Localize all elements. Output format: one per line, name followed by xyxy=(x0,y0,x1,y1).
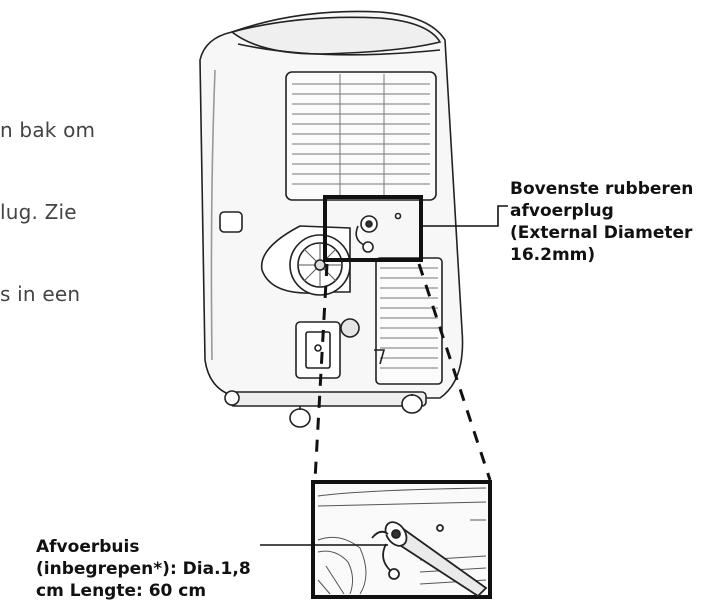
drain-hose-callout-line-2: (inbegrepen*): Dia.1,8 xyxy=(36,559,251,579)
top-plug-callout-line-3: (External Diameter xyxy=(510,223,693,243)
top-plug-callout-line-2: afvoerplug xyxy=(510,201,614,221)
drain-hose-callout-line-3: cm Lengte: 60 cm xyxy=(36,581,207,601)
body-text-line-1: n bak om xyxy=(0,118,96,142)
top-plug-leader-line xyxy=(421,205,508,227)
top-plug-callout: Bovenste rubberen afvoerplug (External D… xyxy=(510,178,693,266)
drain-hose-callout: Afvoerbuis (inbegrepen*): Dia.1,8 cm Len… xyxy=(36,536,251,602)
top-drain-plug xyxy=(355,212,402,253)
plug-highlight-box xyxy=(323,195,423,262)
drain-hose-callout-line-1: Afvoerbuis xyxy=(36,537,140,557)
body-text-line-3: s in een xyxy=(0,282,81,306)
top-plug-callout-line-4: 16.2mm) xyxy=(510,245,596,265)
zoom-dashed-lines xyxy=(313,263,492,481)
air-conditioner-unit xyxy=(199,10,464,428)
zoomed-detail-view xyxy=(311,480,492,599)
top-plug-callout-line-1: Bovenste rubberen xyxy=(510,179,694,199)
body-text-line-2: lug. Zie xyxy=(0,200,77,224)
